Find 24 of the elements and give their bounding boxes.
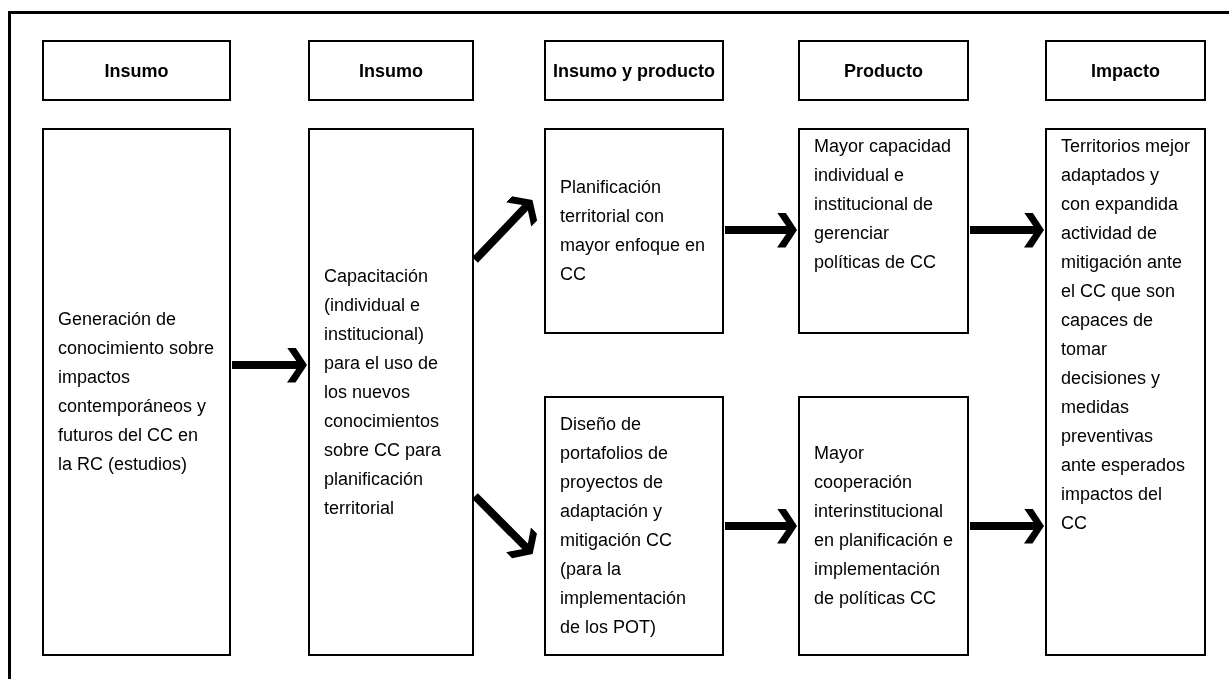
column-header-box bbox=[308, 40, 474, 101]
column-heading: Impacto bbox=[1091, 60, 1160, 81]
column-header-box bbox=[42, 40, 231, 101]
stage-text: Planificación territorial con mayor enfoque en CC bbox=[560, 176, 707, 286]
stage-box bbox=[308, 128, 474, 656]
stage-box bbox=[42, 128, 231, 656]
stage-text: Diseño de portafolios de proyectos de adaptación y mitigación CC (para la implementación de los POT) bbox=[560, 413, 688, 639]
stage-text: Capacitación (individual e institucional) para el uso de los nuevos conocimientos sobre CC para planificación territorial bbox=[324, 264, 443, 520]
stage-box bbox=[1045, 128, 1206, 656]
column-header-box bbox=[798, 40, 969, 101]
column-heading: Producto bbox=[844, 60, 923, 81]
column-heading: Insumo bbox=[359, 60, 423, 81]
stage-text: Generación de conocimiento sobre impactos contemporáneos y futuros del CC en la RC (estudios) bbox=[58, 308, 216, 476]
stage-text: Mayor capacidad individual e institucional de gerenciar políticas de CC bbox=[814, 135, 953, 274]
column-header-box bbox=[1045, 40, 1206, 101]
stage-box bbox=[798, 128, 969, 334]
stage-text: Mayor cooperación interinstitucional en planificación e implementación de políticas CC bbox=[814, 442, 955, 610]
column-heading: Insumo bbox=[104, 60, 169, 81]
stage-box bbox=[544, 396, 724, 656]
column-heading: Insumo y producto bbox=[553, 60, 715, 81]
column-header-box bbox=[544, 40, 724, 101]
stage-box bbox=[798, 396, 969, 656]
stage-text: Territorios mejor adaptados y con expandida actividad de mitigación ante el CC que son capaces de tomar decisiones y medidas preventivas ante esperados impactos del CC bbox=[1061, 135, 1192, 535]
stage-box bbox=[544, 128, 724, 334]
